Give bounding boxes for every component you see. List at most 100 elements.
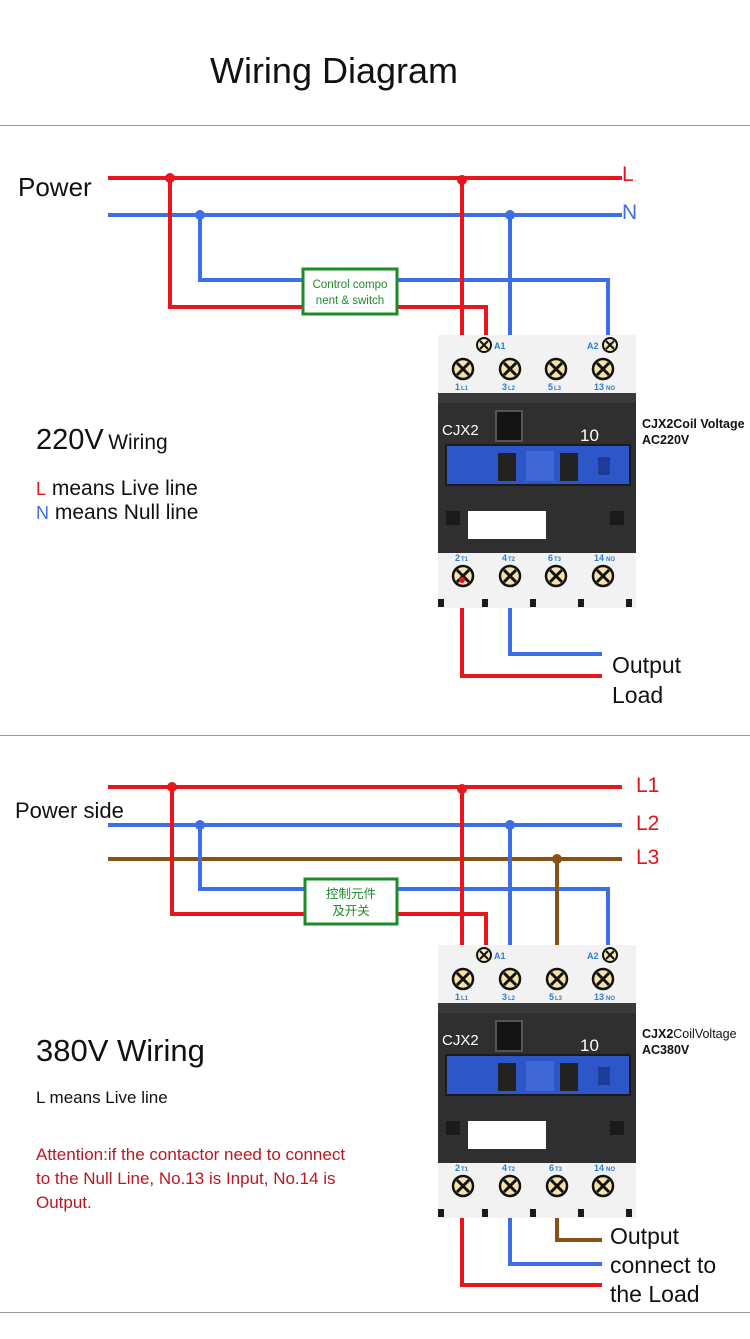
legend-l-letter: L <box>36 479 47 499</box>
control-box-line: Control compo <box>313 279 388 291</box>
line-l3-label: L3 <box>636 846 660 869</box>
diagram-shape: 1 L1 3 L2 5 L3 13 NO 2 T1 4 T2 6 T3 14 N… <box>455 382 615 563</box>
terminal-bottom-14 <box>591 1174 615 1198</box>
diagram-shape <box>498 1063 516 1091</box>
divider-top <box>0 125 750 126</box>
output-label-380: Output connect to the Load <box>610 1222 716 1309</box>
heading-word: Wiring <box>108 431 168 454</box>
diagram-shape <box>438 1003 636 1013</box>
terminal-sub: L3 <box>555 996 563 1002</box>
terminal-sub: T1 <box>461 557 469 563</box>
diagram-shape <box>446 511 460 525</box>
terminal-bottom-4 <box>498 564 522 588</box>
label-plate <box>468 511 546 539</box>
diagram-shape <box>498 453 516 481</box>
diagram-shape <box>560 1063 578 1091</box>
terminal-bottom-6 <box>544 564 568 588</box>
power-label: Power <box>18 172 92 202</box>
diagram-shape <box>526 451 554 481</box>
terminal-number: 1 <box>455 992 460 1002</box>
label-plate <box>468 1121 546 1149</box>
junction-dot <box>195 210 205 220</box>
output-line: Output <box>612 652 682 678</box>
page-title: Wiring Diagram <box>209 50 459 91</box>
divider-middle <box>0 735 750 736</box>
terminal-number: 6 <box>549 1163 554 1173</box>
diagram-shape <box>595 361 611 377</box>
terminal-number: 3 <box>502 382 507 392</box>
terminal-top-5 <box>545 967 569 991</box>
junction-dot <box>457 175 467 185</box>
junction-dot <box>459 577 465 583</box>
terminal-top-13 <box>591 967 615 991</box>
terminal-bottom-2 <box>451 564 475 588</box>
attention-line: Output. <box>36 1193 92 1212</box>
diagram-shape <box>549 971 565 987</box>
terminal-sub: L2 <box>508 996 516 1002</box>
output-live-wire <box>460 578 602 678</box>
diagram-shape <box>560 453 578 481</box>
terminal-top-13 <box>591 357 615 381</box>
diagram-shape <box>502 361 518 377</box>
contactor-model: CJX2 <box>442 422 479 439</box>
junction-dot <box>505 210 515 220</box>
legend-live: L means Live line <box>36 477 198 501</box>
attention-line: Attention:if the contactor need to conne… <box>36 1145 346 1164</box>
control-box <box>303 877 399 926</box>
terminal-sub: NO <box>606 996 615 1002</box>
a1-label: A1 <box>494 951 506 961</box>
heading-220v: 220V Wiring <box>36 424 168 457</box>
terminal-sub: L3 <box>554 386 562 392</box>
terminal-bottom-14 <box>591 564 615 588</box>
output-l1-wire <box>460 1188 602 1287</box>
terminal-bottom-2 <box>451 1174 475 1198</box>
terminal-sub: T1 <box>461 1167 469 1173</box>
coil-voltage-380: CJX2CoilVoltage AC380V <box>642 1026 737 1058</box>
attention-line: to the Null Line, No.13 is Input, No.14 … <box>36 1169 336 1188</box>
terminal-number: 14 <box>594 553 604 563</box>
terminal-number: 6 <box>548 553 553 563</box>
terminal-bottom-4 <box>498 1174 522 1198</box>
diagram-shape <box>595 971 611 987</box>
a2-label: A2 <box>587 951 599 961</box>
terminal-a2 <box>602 947 618 963</box>
diagram-shape <box>482 1209 488 1217</box>
diagram-shape <box>455 971 471 987</box>
coil-l2-wire <box>198 825 610 952</box>
diagram-shape <box>455 1178 471 1194</box>
terminal-sub: NO <box>606 1167 615 1173</box>
junction-dot <box>505 820 515 830</box>
contactor-number: 10 <box>580 1036 599 1055</box>
terminal-sub: T2 <box>508 1167 516 1173</box>
diagram-shape <box>548 568 564 584</box>
terminal-number: 14 <box>594 1163 604 1173</box>
line-l2-label: L2 <box>636 812 660 835</box>
contactor-380: CJX2 10 <box>438 945 636 1218</box>
output-line: connect to <box>610 1252 717 1278</box>
terminal-number: 2 <box>455 1163 460 1173</box>
legend-live-380: L means Live line <box>36 1088 168 1107</box>
diagram-shape <box>598 457 610 475</box>
terminal-top-1 <box>451 357 475 381</box>
terminal-number: 3 <box>502 992 507 1002</box>
diagram-shape <box>482 599 488 607</box>
terminal-sub: T3 <box>554 557 562 563</box>
diagram-shape <box>446 1121 460 1135</box>
heading-voltage: 220V <box>36 424 104 456</box>
diagram-shape <box>598 1067 610 1085</box>
diagram-shape <box>626 1209 632 1217</box>
terminal-a1 <box>476 947 492 963</box>
terminal-sub: L1 <box>461 996 469 1002</box>
diagram-shape <box>595 1178 611 1194</box>
diagram-shape <box>502 568 518 584</box>
junction-dot <box>552 854 562 864</box>
control-box-line: nent & switch <box>316 295 384 307</box>
terminal-bottom-6 <box>545 1174 569 1198</box>
legend-n-text: means Null line <box>54 501 199 524</box>
diagram-shape <box>438 393 636 403</box>
junction-dot <box>167 782 177 792</box>
diagram-shape <box>549 1178 565 1194</box>
diagram-shape <box>455 361 471 377</box>
diagram-shape <box>610 1121 624 1135</box>
